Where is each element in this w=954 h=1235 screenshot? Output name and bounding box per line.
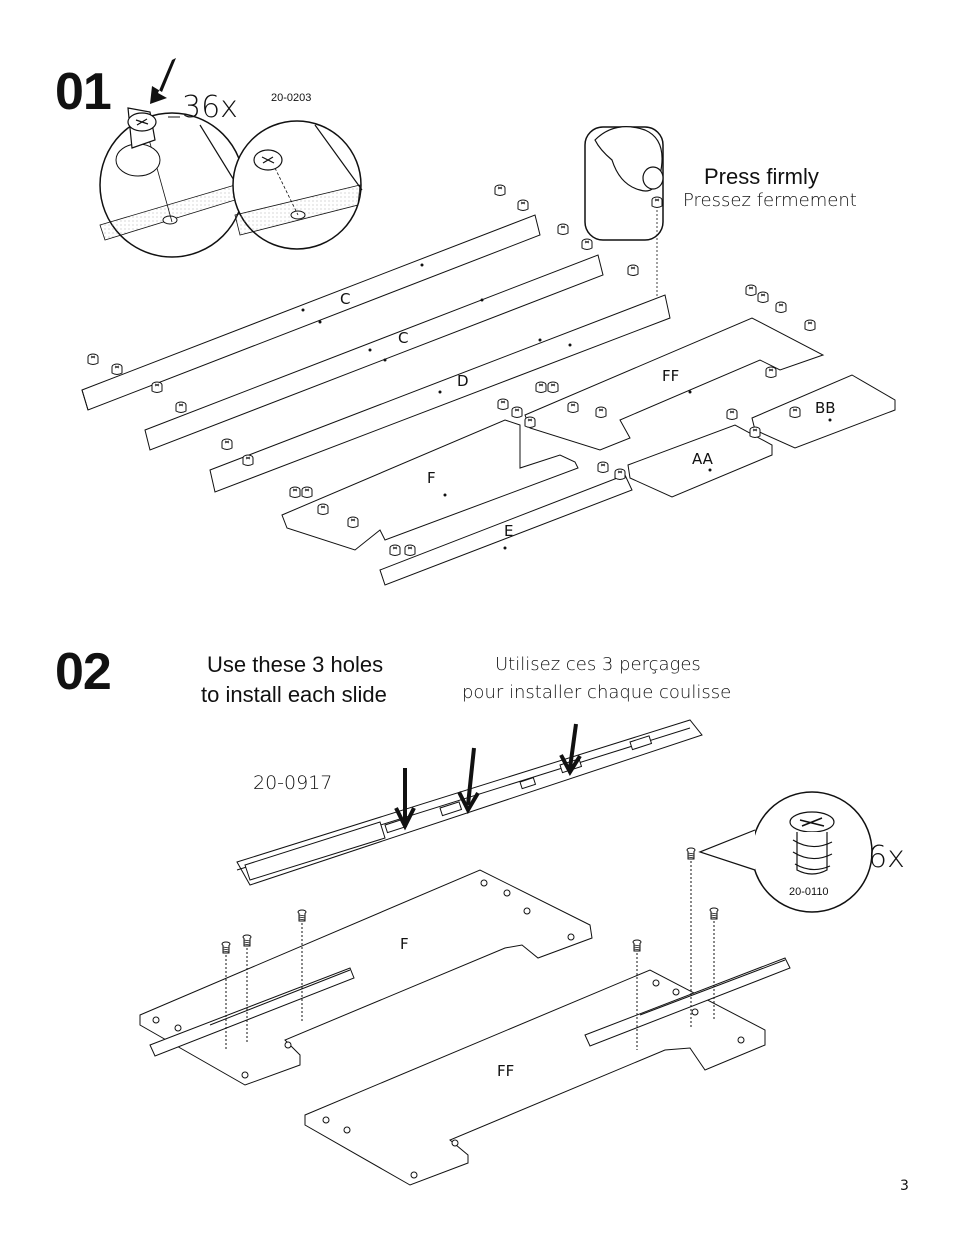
instruction-fr-line1: Utilisez ces 3 perçages — [495, 654, 701, 675]
board-ff-step2 — [304, 969, 766, 1186]
board-label-ff-step2: FF — [497, 1062, 515, 1080]
instruction-en-line2: to install each slide — [201, 682, 387, 707]
screw-zoom-detail — [698, 791, 873, 913]
drawer-slide-right — [584, 957, 791, 1047]
board-label-c2: C — [398, 329, 409, 347]
step-number-2: 02 — [55, 643, 112, 701]
board-f-step2 — [139, 869, 593, 1086]
instruction-press-firmly: Press firmly — [704, 164, 819, 189]
board-c1 — [81, 214, 541, 411]
board-label-f: F — [427, 469, 436, 487]
drawer-slide-left — [149, 967, 355, 1057]
step-number-1: 01 — [55, 63, 112, 121]
zoom-detail-camlock — [99, 107, 245, 258]
board-e — [379, 474, 633, 586]
zoom-detail-inserted — [232, 120, 363, 250]
arrow-down-icon — [150, 58, 176, 104]
board-label-f-step2: F — [400, 935, 409, 953]
arrow-down-icon — [394, 723, 582, 831]
board-holes — [301, 263, 832, 550]
page-number: 3 — [900, 1178, 909, 1194]
board-c2 — [144, 254, 604, 451]
board-label-c1: C — [340, 290, 351, 308]
board-label-e: E — [504, 522, 514, 540]
slide-screws — [221, 847, 719, 1050]
board-aa — [627, 424, 773, 498]
screw-quantity: 6x — [868, 840, 905, 875]
instruction-fr-line2: pour installer chaque coulisse — [462, 682, 732, 703]
board-label-ff: FF — [662, 367, 680, 385]
camlock-part-code: 20-0203 — [271, 92, 312, 104]
instruction-en-line1: Use these 3 holes — [207, 652, 384, 677]
board-label-aa: AA — [692, 450, 713, 468]
slide-part-code: 20-0917 — [253, 772, 333, 794]
camlock-quantity: 36x — [182, 90, 238, 125]
board-holes-step2 — [152, 879, 745, 1179]
board-label-d: D — [457, 372, 469, 390]
screw-part-code: 20-0110 — [789, 886, 829, 898]
finger-press-detail — [584, 126, 664, 318]
instruction-pressez-fermement: Pressez fermement — [683, 190, 857, 211]
board-label-bb: BB — [815, 399, 836, 417]
